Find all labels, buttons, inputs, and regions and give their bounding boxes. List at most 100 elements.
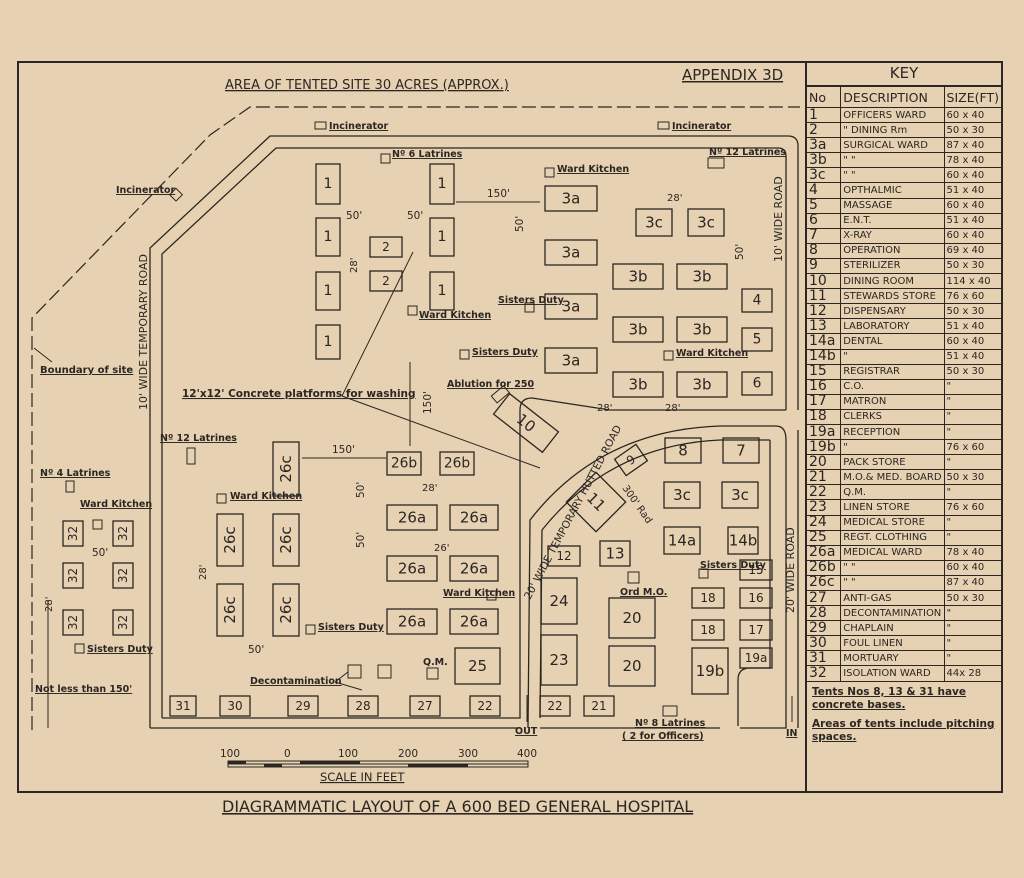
tent-outline — [315, 271, 341, 311]
tent-label: 4 — [753, 293, 762, 309]
dim-150-mid: 150' — [332, 444, 355, 456]
key-cell-no: 25 — [805, 529, 842, 546]
tent-label: 3b — [692, 268, 711, 286]
tent-outline — [676, 316, 728, 343]
tent: 3c — [635, 208, 673, 237]
key-cell-size: " — [943, 650, 1003, 667]
key-cell-no: 5 — [805, 197, 842, 214]
tent-outline — [62, 609, 84, 636]
tent: 31 — [169, 695, 197, 717]
tent: 29 — [287, 695, 319, 717]
tent-outline — [386, 608, 438, 635]
key-cell-desc: " — [840, 439, 945, 456]
in-label: IN — [786, 728, 798, 739]
key-cell-desc: E.N.T. — [840, 212, 945, 229]
tent-outline — [635, 208, 673, 237]
latrines-6-label: Nº 6 Latrines — [392, 149, 463, 160]
tent-label: 3a — [562, 190, 581, 208]
tent-outline — [449, 504, 499, 531]
tent-label: 18 — [700, 591, 715, 605]
tent-label: 26b — [391, 456, 417, 472]
tent-outline — [429, 271, 455, 311]
tent: 9 — [613, 443, 649, 477]
tent-outline — [315, 217, 341, 257]
tent-label: 26c — [221, 526, 239, 553]
tent-outline — [691, 587, 725, 609]
tent-label: 28 — [355, 699, 370, 713]
tent-label: 3c — [645, 214, 663, 232]
map-frame — [17, 61, 1003, 793]
dim-50-c: 50' — [514, 216, 526, 232]
dim-28-e: 28' — [422, 483, 437, 494]
incinerator-label-1: Incinerator — [329, 121, 389, 132]
tent-outline — [544, 347, 598, 374]
key-cell-no: 20 — [805, 454, 842, 471]
tent-label: 31 — [175, 699, 190, 713]
tent: 26c — [216, 583, 244, 637]
left-road-outer — [149, 135, 799, 728]
tent-label: 20 — [622, 609, 641, 627]
tent-label: 9 — [624, 452, 638, 468]
tent-label: 1 — [437, 283, 446, 299]
tent: 2 — [369, 270, 403, 292]
ward-kitchen-label-5: Ward Kitchen — [443, 588, 515, 599]
key-cell-desc: MORTUARY — [840, 650, 945, 667]
site-area-title: AREA OF TENTED SITE 30 ACRES (APPROX.) — [225, 78, 509, 93]
key-row: 26b" "60 x 40 — [805, 559, 1003, 576]
tent-label: 26a — [460, 509, 488, 527]
key-cell-desc: " DINING Rm — [840, 122, 945, 139]
tent-label: 26a — [398, 613, 426, 631]
tent: 32 — [112, 562, 134, 589]
key-cell-no: 24 — [805, 514, 842, 531]
tent-label: 13 — [605, 545, 624, 563]
tent-outline — [62, 520, 84, 547]
tent-outline — [727, 526, 759, 555]
key-cell-desc: C.O. — [840, 378, 945, 395]
key-cell-size: 76 x 60 — [943, 288, 1003, 305]
sisters-duty-label-1: Sisters Duty — [472, 347, 539, 358]
key-cell-no: 22 — [805, 484, 842, 501]
tent: 26a — [449, 555, 499, 582]
key-cell-size: 114 x 40 — [943, 273, 1003, 290]
site-boundary — [31, 106, 800, 730]
tent: 3a — [544, 239, 598, 266]
tent-label: 26c — [277, 526, 295, 553]
tent-label: 3b — [628, 268, 647, 286]
key-cell-no: 11 — [805, 288, 842, 305]
tent-outline — [469, 695, 501, 717]
platforms-label: 12'x12' Concrete platforms for washing — [182, 388, 416, 400]
dim-28-d: 28' — [665, 403, 680, 414]
key-cell-size: " — [943, 408, 1003, 425]
hutted-road-label: 20' WIDE TEMPORARY HUTTED ROAD — [522, 423, 624, 601]
scale-tick-3: 200 — [398, 748, 418, 760]
tent-outline — [565, 471, 627, 533]
tent-outline — [691, 619, 725, 641]
tent-label: 3a — [562, 298, 581, 316]
key-cell-desc: MASSAGE — [840, 197, 945, 214]
key-cell-no: 28 — [805, 605, 842, 622]
tent-outline — [687, 208, 725, 237]
tent: 24 — [540, 577, 578, 625]
dim-50-a: 50' — [346, 210, 362, 222]
scale-tick-4: 300 — [458, 748, 478, 760]
tent-label: 30 — [227, 699, 242, 713]
tent-outline — [676, 371, 728, 398]
key-cell-desc: OPERATION — [840, 242, 945, 259]
key-cell-size: 50 x 30 — [943, 303, 1003, 320]
key-cell-desc: OPTHALMIC — [840, 182, 945, 199]
tent-outline — [386, 504, 438, 531]
key-cell-size: 50 x 30 — [943, 363, 1003, 380]
tent-outline — [112, 609, 134, 636]
tent-outline — [454, 647, 501, 685]
tent-label: 7 — [736, 442, 746, 460]
tent: 32 — [62, 609, 84, 636]
